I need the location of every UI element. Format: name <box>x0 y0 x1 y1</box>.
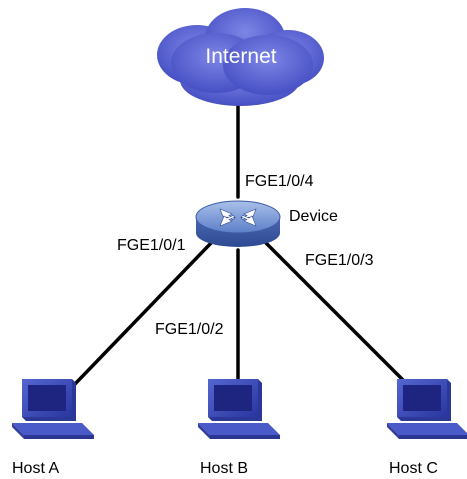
port-label-host-c: FGE1/0/3 <box>305 252 374 269</box>
device-switch: Device <box>195 200 338 247</box>
port-label-uplink: FGE1/0/4 <box>245 173 314 190</box>
links <box>73 103 409 386</box>
port-label-host-b: FGE1/0/2 <box>155 321 224 338</box>
device-label: Device <box>289 208 338 225</box>
switch-icon <box>195 200 281 247</box>
host-a-label: Host A <box>12 460 59 477</box>
host-a: Host A <box>12 379 94 477</box>
computer-icon <box>12 379 94 439</box>
host-b: Host B <box>198 379 280 477</box>
cloud-label: Internet <box>205 45 276 68</box>
port-label-host-a: FGE1/0/1 <box>117 237 186 254</box>
computer-icon <box>387 379 467 439</box>
cloud-icon <box>157 8 324 106</box>
host-b-label: Host B <box>200 460 248 477</box>
host-c-label: Host C <box>389 460 438 477</box>
host-c: Host C <box>387 379 467 477</box>
link-device-host-a <box>73 240 214 386</box>
link-device-host-c <box>263 240 409 386</box>
computer-icon <box>198 379 280 439</box>
internet-cloud: Internet <box>157 8 324 106</box>
